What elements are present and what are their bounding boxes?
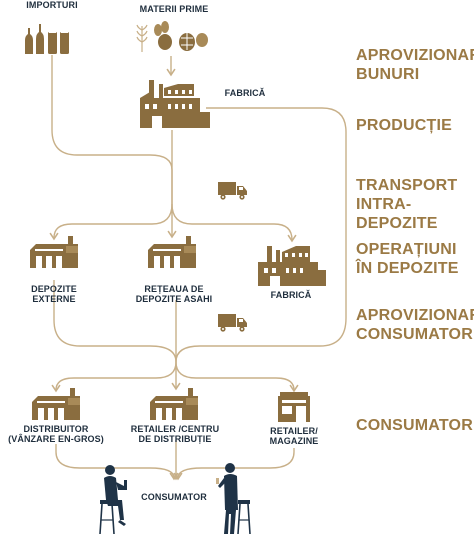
asahi-network-label: REȚEAUA DE DEPOZITE ASAHI — [135, 284, 213, 304]
factory-icon — [140, 80, 210, 128]
distributor-label: DISTRIBUITOR (VÂNZARE EN-GROS) — [8, 424, 104, 444]
raw-materials-label: MATERII PRIME — [139, 4, 209, 14]
retailer-center-label: RETAILER /CENTRU DE DISTRIBUȚIE — [130, 424, 220, 444]
stage-warehouse-operations: OPERAȚIUNI ÎN DEPOZITE — [356, 241, 459, 277]
bottles-cans-icon — [25, 24, 69, 54]
stage-intra-warehouse-transport: TRANSPORT INTRA-DEPOZITE — [356, 177, 458, 232]
consumer-label: CONSUMATOR — [141, 492, 207, 502]
stage-consumer: CONSUMATOR — [356, 417, 473, 434]
truck-icon — [218, 182, 247, 200]
connector-lines — [49, 55, 347, 481]
warehouse-icon — [148, 236, 196, 268]
stage-production: PRODUCȚIE — [356, 117, 453, 134]
factory-top-label: FABRICĂ — [224, 88, 266, 98]
warehouse-icon — [150, 388, 198, 420]
warehouse-icon — [30, 236, 78, 268]
stage-consumer-supply: APROVIZIONARE CONSUMATOR — [356, 307, 474, 343]
grain-hops-icon — [136, 21, 208, 52]
store-icon — [278, 392, 310, 422]
people-drinking-icon — [99, 463, 251, 535]
retailer-store-label: RETAILER/ MAGAZINE — [269, 426, 319, 446]
warehouse-icon — [32, 388, 80, 420]
factory-icon — [258, 246, 326, 286]
external-warehouses-label: DEPOZITE EXTERNE — [31, 284, 77, 304]
imports-label: IMPORTURI — [26, 0, 78, 10]
truck-icon — [218, 314, 247, 332]
factory-mid-label: FABRICĂ — [270, 290, 312, 300]
stage-goods-supply: APROVIZIONARE BUNURI — [356, 47, 474, 83]
